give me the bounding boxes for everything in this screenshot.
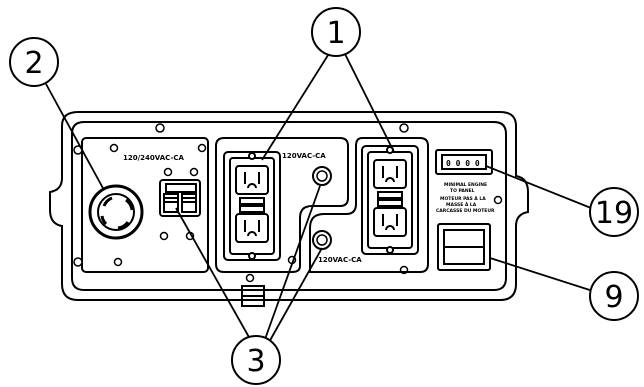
- svg-text:1: 1: [326, 16, 345, 51]
- panel-outer-plate: [49, 111, 529, 301]
- callout-9: 9: [589, 271, 639, 321]
- left-compartment: [81, 137, 209, 273]
- svg-text:2: 2: [24, 46, 43, 81]
- svg-text:MINIMAL ENGINE: MINIMAL ENGINE: [444, 182, 487, 188]
- gfci-duplex-outlet-left: [223, 151, 281, 261]
- callout-2: 2: [9, 37, 59, 87]
- main-breaker-switch: [437, 223, 491, 271]
- label-120vac-top: 120VAC-CA: [282, 152, 326, 160]
- twist-lock-receptacle: [88, 184, 144, 240]
- svg-text:CARCASSE DU MOTEUR: CARCASSE DU MOTEUR: [436, 208, 495, 214]
- svg-text:MOTEUR PAS À LA: MOTEUR PAS À LA: [440, 195, 486, 202]
- ground-notice: MINIMAL ENGINE TO PANEL MOTEUR PAS À LA …: [436, 182, 495, 214]
- callout-3: 3: [231, 335, 281, 385]
- double-breaker: [159, 179, 201, 217]
- svg-text:3: 3: [246, 344, 265, 379]
- hour-meter: [435, 149, 493, 175]
- panel-inner-border: [71, 121, 507, 291]
- label-120-240vac: 120/240VAC-CA: [123, 154, 184, 162]
- bottom-tab: [241, 285, 265, 307]
- svg-text:19: 19: [595, 196, 633, 231]
- callout-19: 19: [589, 187, 639, 237]
- leader-lines: [45, 51, 597, 347]
- panel-screws: [73, 123, 503, 283]
- middle-compartment: [215, 137, 349, 273]
- svg-text:TO PANEL: TO PANEL: [450, 188, 475, 194]
- gfci-duplex-outlet-right: [361, 145, 419, 255]
- svg-text:9: 9: [604, 280, 623, 315]
- label-120vac-bottom: 120VAC-CA: [318, 256, 362, 264]
- hour-meter-display: 0 0 0 0: [446, 159, 480, 168]
- svg-text:MASSE À LA: MASSE À LA: [446, 201, 477, 208]
- callout-1: 1: [311, 7, 361, 57]
- right-compartment: [309, 137, 429, 273]
- reset-buttons: [312, 166, 332, 250]
